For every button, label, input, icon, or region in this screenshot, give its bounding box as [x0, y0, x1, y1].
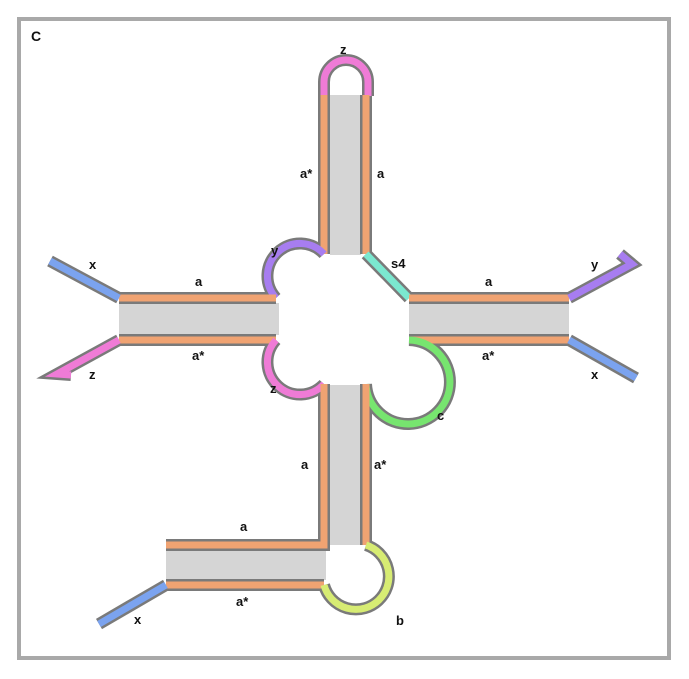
label-top-z: z: [340, 42, 347, 57]
label-lower-a: a: [240, 519, 248, 534]
label-right-a-star: a*: [482, 348, 495, 363]
label-bottom-a-star: a*: [374, 457, 387, 472]
right-arm-duplex: [409, 303, 569, 335]
top-y-loop: [263, 239, 327, 301]
label-left-x: x: [89, 257, 97, 272]
right-y-strand: [567, 251, 639, 302]
label-right-a: a: [485, 274, 493, 289]
label-top-a-star: a*: [300, 166, 313, 181]
left-arm-duplex: [119, 303, 279, 335]
right-x-strand: [567, 336, 638, 382]
panel-label: C: [31, 28, 41, 44]
label-top-a: a: [377, 166, 385, 181]
lower-b-loop: [320, 541, 393, 613]
lower-x-strand: [97, 581, 168, 628]
lower-arm-duplex: [166, 550, 326, 580]
top-z-loop: [320, 56, 372, 96]
bottom-z-loop: [263, 337, 327, 399]
label-top-s4: s4: [391, 256, 406, 271]
label-left-a-star: a*: [192, 348, 205, 363]
label-lower-a-star: a*: [236, 594, 249, 609]
left-z-strand: [44, 336, 121, 379]
bottom-a-strand: [166, 384, 328, 549]
label-lower-b: b: [396, 613, 404, 628]
bottom-c-loop: [362, 336, 454, 428]
top-arm-duplex: [330, 95, 361, 255]
bottom-arm-duplex: [330, 385, 361, 545]
label-left-a: a: [195, 274, 203, 289]
label-left-z: z: [89, 367, 96, 382]
label-top-y: y: [271, 243, 279, 258]
label-bottom-z: z: [270, 381, 277, 396]
label-bottom-c: c: [437, 408, 444, 423]
left-x-strand: [48, 257, 121, 302]
label-right-y: y: [591, 257, 599, 272]
color-layer: [44, 56, 639, 628]
s4-strand: [363, 251, 412, 301]
label-lower-x: x: [134, 612, 142, 627]
label-bottom-a: a: [301, 457, 309, 472]
label-right-x: x: [591, 367, 599, 382]
